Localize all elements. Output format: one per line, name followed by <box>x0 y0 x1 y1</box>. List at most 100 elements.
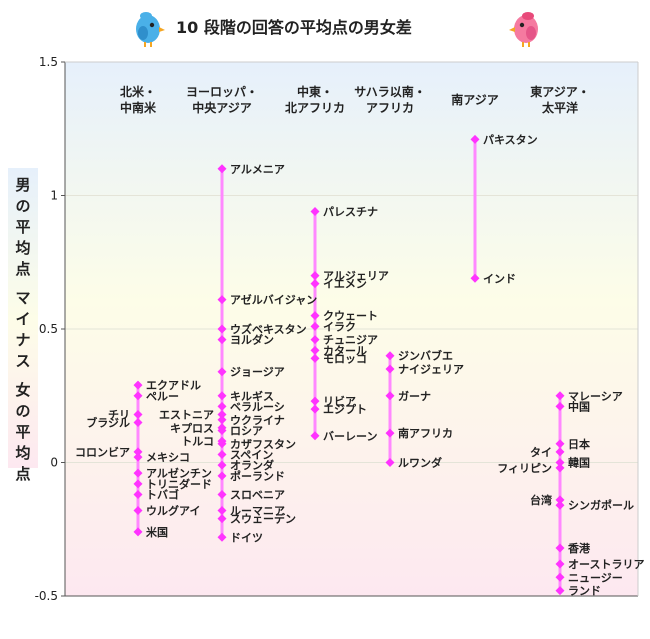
region-label: 南アジア <box>451 92 499 107</box>
data-point <box>555 463 565 473</box>
region-labels: 北米・中南米ヨーロッパ・中央アジア中東・北アフリカサハラ以南・アフリカ南アジア東… <box>120 84 590 115</box>
data-point <box>133 527 143 537</box>
data-point <box>217 295 227 305</box>
point-label: パキスタン <box>483 133 538 146</box>
point-label: ガーナ <box>398 389 431 403</box>
blue-bird-icon <box>136 12 165 47</box>
point-label: 南アフリカ <box>398 426 453 440</box>
point-label: リビア <box>323 394 356 408</box>
data-point <box>555 586 565 596</box>
data-point <box>555 439 565 449</box>
point-label: メキシコ <box>146 451 190 464</box>
data-point <box>217 391 227 401</box>
data-points: エクアドルペルーチリブラジルコロンビアメキシコアルゼンチントリニダードトバゴウル… <box>75 133 644 597</box>
data-point <box>217 514 227 524</box>
data-point <box>217 367 227 377</box>
data-point <box>217 324 227 334</box>
data-point <box>555 458 565 467</box>
data-point <box>385 428 395 438</box>
point-label: キルギス <box>230 389 274 403</box>
data-point <box>217 471 227 481</box>
data-point <box>310 431 320 441</box>
point-label: 香港 <box>567 541 591 555</box>
point-label: シンガポール <box>568 498 634 512</box>
data-point <box>133 490 143 500</box>
point-label: フィリピン <box>497 462 552 475</box>
point-label: ニュージー <box>568 571 623 584</box>
data-point <box>310 311 320 321</box>
point-label: パレスチナ <box>323 206 378 219</box>
point-label: ウルグアイ <box>146 504 200 518</box>
point-label: コロンビア <box>75 445 130 459</box>
point-label: ペルー <box>146 390 179 403</box>
data-point <box>385 351 395 361</box>
data-point <box>217 409 227 419</box>
point-label: ブラジル <box>86 415 130 429</box>
data-point <box>310 345 320 355</box>
point-label: キプロス <box>170 421 214 435</box>
point-label: 韓国 <box>568 456 590 470</box>
y-tick-label: 0 <box>50 456 58 470</box>
data-point <box>555 559 565 569</box>
point-label: エジプト <box>323 402 367 416</box>
data-point <box>217 401 227 411</box>
point-label: ロシア <box>230 424 263 437</box>
data-point <box>133 380 143 390</box>
data-point <box>133 391 143 401</box>
y-tick-label: 0.5 <box>39 322 58 336</box>
data-point <box>217 449 227 459</box>
data-point <box>217 490 227 500</box>
data-point <box>217 164 227 174</box>
region-label: 中東・北アフリカ <box>285 84 345 115</box>
data-point <box>470 273 480 283</box>
point-label: ランド <box>568 585 601 598</box>
point-label: ウクライナ <box>230 414 285 427</box>
data-point <box>385 364 395 374</box>
point-label: ルワンダ <box>398 456 442 470</box>
region-label: サハラ以南・アフリカ <box>354 84 426 115</box>
point-label: ベラルーシ <box>230 400 285 413</box>
point-label: 台湾 <box>530 493 552 507</box>
point-label: チリ <box>108 408 130 421</box>
data-point <box>310 335 320 345</box>
data-point <box>385 391 395 401</box>
point-label: ルーマニア <box>230 505 285 518</box>
data-point <box>555 572 565 582</box>
y-axis-label-box <box>8 168 38 468</box>
data-point <box>133 479 143 489</box>
point-label: ウズベキスタン <box>230 322 307 336</box>
data-point <box>133 452 143 462</box>
point-label: チュニジア <box>323 334 378 347</box>
data-point <box>217 460 227 470</box>
data-point <box>555 391 565 401</box>
point-label: オーストラリア <box>568 558 644 571</box>
data-point <box>133 468 143 478</box>
data-point <box>555 495 565 505</box>
point-label: エクアドル <box>146 379 201 392</box>
data-point <box>310 271 320 281</box>
data-point <box>310 321 320 331</box>
data-point <box>555 401 565 411</box>
point-label: クウェート <box>323 310 378 323</box>
data-point <box>133 447 143 457</box>
data-point <box>217 506 227 516</box>
point-label: トバゴ <box>146 488 179 502</box>
point-label: トリニダード <box>146 477 212 491</box>
point-label: ナイジェリア <box>398 363 464 376</box>
pink-bird-icon <box>509 12 538 47</box>
point-label: アルジェリア <box>323 270 389 283</box>
data-point <box>310 404 320 414</box>
data-point <box>310 353 320 363</box>
data-point <box>310 279 320 289</box>
point-label: ジンバブエ <box>398 349 453 363</box>
data-point <box>555 500 565 510</box>
data-point <box>217 415 227 425</box>
point-label: エストニア <box>159 408 214 421</box>
point-label: バーレーン <box>323 430 377 443</box>
point-label: ドイツ <box>230 531 263 544</box>
data-point <box>385 458 395 467</box>
data-point <box>310 396 320 406</box>
data-point <box>555 543 565 553</box>
point-label: オランダ <box>230 458 274 472</box>
